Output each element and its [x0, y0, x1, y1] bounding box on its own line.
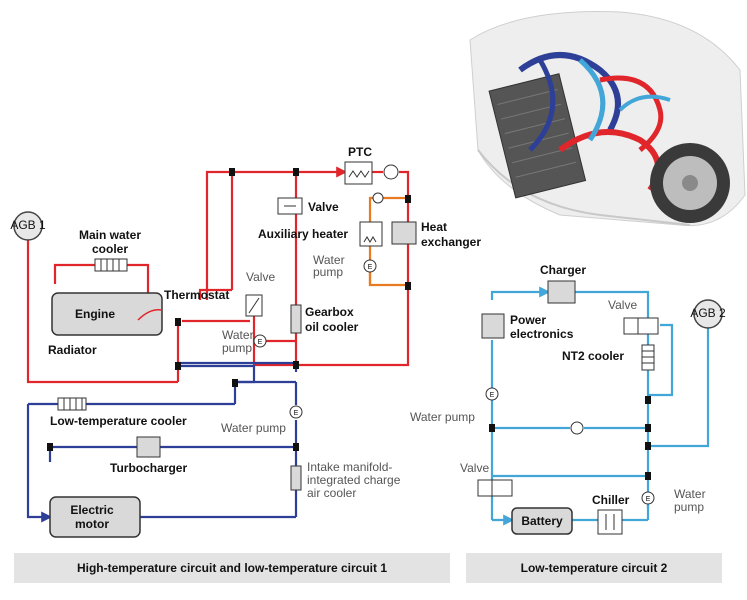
- power-electronics-label-line1: Power: [510, 313, 546, 327]
- check-valve-lt2: [570, 421, 584, 435]
- water-pump-lt1: E Water pump: [221, 405, 303, 435]
- agb1-label: AGB 1: [10, 218, 46, 232]
- water-pump-ht: E Water pump: [222, 328, 267, 355]
- water-pump-lt2-right-label-line2: pump: [674, 500, 704, 514]
- water-pump-lt2-left-label: Water pump: [410, 410, 475, 424]
- chiller: Chiller: [592, 493, 630, 535]
- ptc-label: PTC: [348, 145, 372, 159]
- valve-lt2-lower: Valve: [460, 461, 513, 497]
- agb2-label: AGB 2: [690, 306, 726, 320]
- charger-label: Charger: [540, 263, 586, 277]
- gearbox-oil-cooler-label-line1: Gearbox: [305, 305, 354, 319]
- electric-motor-label-line2: motor: [75, 517, 109, 531]
- water-pump-aux-label-line2: pump: [313, 265, 343, 279]
- valve-top: Valve: [277, 197, 339, 215]
- water-pump-aux: E Water pump: [313, 253, 377, 279]
- water-pump-aux-label-line1: Water: [313, 253, 345, 267]
- low-temperature-circuit-1: [26, 361, 298, 523]
- heat-exchanger: Heat exchanger: [391, 220, 481, 249]
- water-pump-lt2-left: E Water pump: [410, 387, 499, 424]
- engine: Engine: [51, 292, 163, 336]
- low-temperature-cooler: Low-temperature cooler: [50, 397, 187, 428]
- svg-text:E: E: [368, 264, 373, 271]
- main-water-cooler-label-line1: Main water: [79, 228, 141, 242]
- check-valve-aux: [372, 192, 384, 204]
- valve-top-label: Valve: [308, 200, 339, 214]
- charger: Charger: [540, 263, 586, 304]
- gearbox-oil-cooler-label-line2: oil cooler: [305, 320, 359, 334]
- nt2-cooler-label: NT2 cooler: [562, 349, 624, 363]
- water-pump-ht-label-line1: Water: [222, 328, 254, 342]
- power-electronics-label-line2: electronics: [510, 327, 574, 341]
- check-valve-top: [383, 164, 399, 180]
- nt2-cooler: NT2 cooler: [562, 344, 655, 371]
- high-temperature-circuit: [26, 166, 410, 384]
- caption-left: High-temperature circuit and low-tempera…: [14, 553, 450, 583]
- thermostat-label: Thermostat: [164, 288, 229, 302]
- electric-motor: Electric motor: [49, 496, 141, 538]
- chiller-label: Chiller: [592, 493, 630, 507]
- svg-text:E: E: [294, 410, 299, 417]
- valve-ht-label: Valve: [246, 270, 275, 284]
- low-temperature-cooler-label: Low-temperature cooler: [50, 414, 187, 428]
- caption-right: Low-temperature circuit 2: [466, 553, 722, 583]
- agb2-gauge: AGB 2: [690, 299, 726, 329]
- radiator-label: Radiator: [48, 343, 97, 357]
- water-pump-ht-label-line2: pump: [222, 341, 252, 355]
- water-pump-lt1-label: Water pump: [221, 421, 286, 435]
- ptc-heater: PTC: [344, 145, 373, 185]
- valve-lt2-lower-label: Valve: [460, 461, 489, 475]
- intake-cooler-label-line3: air cooler: [307, 486, 356, 500]
- valve-nt2: Valve: [608, 298, 659, 335]
- water-pump-lt2-right-label-line1: Water: [674, 487, 706, 501]
- svg-text:E: E: [258, 339, 263, 346]
- intake-charge-air-cooler: Intake manifold- integrated charge air c…: [290, 460, 401, 500]
- power-electronics: Power electronics: [481, 313, 574, 341]
- agb1-gauge: AGB 1: [10, 211, 46, 241]
- valve-nt2-label: Valve: [608, 298, 637, 312]
- main-water-cooler-label-line2: cooler: [92, 242, 128, 256]
- auxiliary-heater-label: Auxiliary heater: [258, 227, 348, 241]
- intake-cooler-label-line1: Intake manifold-: [307, 460, 392, 474]
- heat-exchanger-label-line2: exchanger: [421, 235, 481, 249]
- water-pump-lt2-right: E Water pump: [641, 487, 706, 514]
- valve-ht: Valve: [245, 270, 275, 317]
- turbocharger-label: Turbocharger: [110, 461, 187, 475]
- battery-label: Battery: [521, 514, 563, 528]
- svg-text:E: E: [646, 496, 651, 503]
- junction-markers: [47, 168, 651, 480]
- turbocharger: Turbocharger: [110, 436, 187, 475]
- engine-label: Engine: [75, 307, 115, 321]
- auxiliary-heater: Auxiliary heater: [258, 221, 383, 247]
- battery: Battery: [511, 507, 573, 535]
- electric-motor-label-line1: Electric: [70, 503, 114, 517]
- heat-exchanger-label-line1: Heat: [421, 220, 447, 234]
- main-water-cooler: Main water cooler: [79, 228, 141, 272]
- intake-cooler-label-line2: integrated charge: [307, 473, 401, 487]
- car-engine-bay-illustration: [469, 11, 746, 227]
- svg-text:E: E: [490, 392, 495, 399]
- gearbox-oil-cooler: Gearbox oil cooler: [290, 304, 359, 334]
